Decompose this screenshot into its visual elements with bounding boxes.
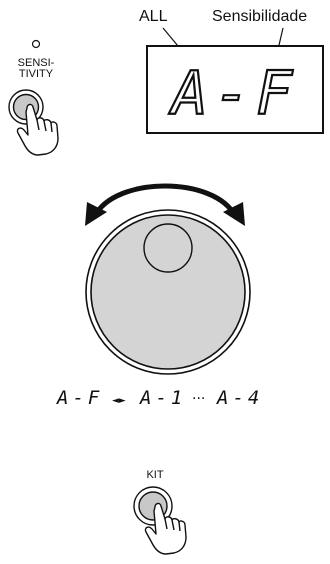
seq-last: A-4 (216, 387, 263, 409)
sensitivity-label-line2: TIVITY (18, 68, 54, 80)
sensitivity-button[interactable] (0, 86, 80, 166)
sensitivity-label: SENSI- TIVITY (2, 58, 70, 80)
seq-start: A-F (56, 387, 103, 409)
led-display: A-F (146, 45, 324, 134)
jog-dial[interactable] (82, 206, 254, 378)
kit-button[interactable] (125, 484, 215, 564)
hand-pointer-icon (144, 502, 187, 555)
display-readout: A-F (167, 58, 298, 130)
kit-label: KIT (146, 469, 164, 481)
sensitivity-label-line1: SENSI- (17, 57, 55, 69)
led-indicator-icon (31, 39, 41, 49)
display-value: A-F (168, 59, 298, 129)
seq-toggle-arrow: ◄► (112, 396, 126, 406)
rotate-arrow-icon (85, 183, 245, 226)
seq-first: A-1 (139, 387, 186, 409)
sensibilidade-label: Sensibilidade (212, 8, 308, 25)
all-label: ALL (139, 8, 168, 25)
seq-ellipsis: ··· (192, 391, 205, 407)
dial-finger-dimple (143, 223, 193, 273)
hand-pointer-icon (16, 103, 59, 156)
kit-sequence: A-F ◄► A-1 ··· A-4 (55, 383, 285, 411)
